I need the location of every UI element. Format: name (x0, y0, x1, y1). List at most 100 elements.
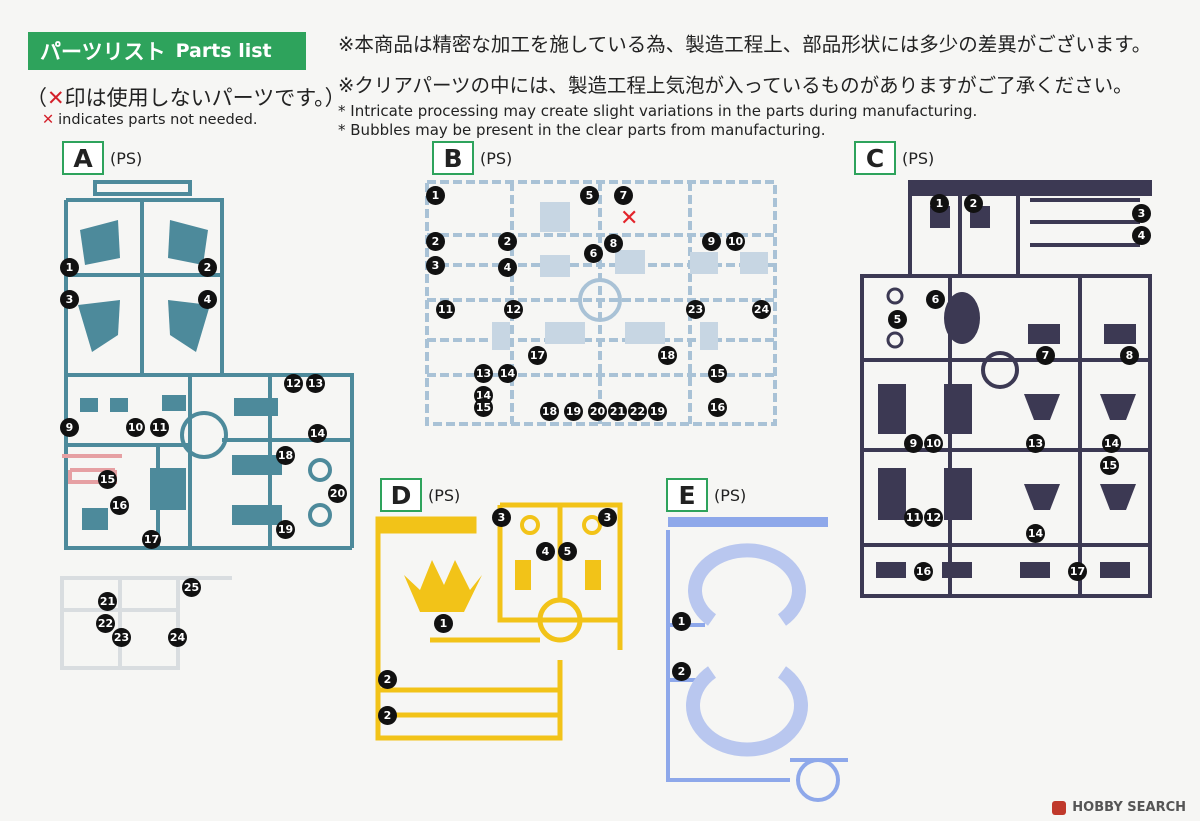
part-number-c: 15 (1100, 456, 1119, 475)
part-number-c: 16 (914, 562, 933, 581)
part-number-c: 8 (1120, 346, 1139, 365)
part-number-b: 6 (584, 244, 603, 263)
unused-mark-icon: ✕ (42, 112, 55, 128)
runner-c (860, 180, 1152, 598)
runner-label-a: A(PS) (62, 141, 142, 175)
part-number-b: 17 (528, 346, 547, 365)
part-number-b: 24 (752, 300, 771, 319)
legend-jp: （✕印は使用しないパーツです。） (26, 86, 346, 110)
part-number-b: 12 (504, 300, 523, 319)
part-number-b: 15 (474, 398, 493, 417)
part-number-a: 18 (276, 446, 295, 465)
part-number-b: 15 (708, 364, 727, 383)
part-number-a: 14 (308, 424, 327, 443)
part-number-c: 14 (1102, 434, 1121, 453)
part-number-b: 22 (628, 402, 647, 421)
part-number-b: 14 (498, 364, 517, 383)
part-number-e: 2 (672, 662, 691, 681)
runner-b (425, 180, 777, 426)
runner-label-b: B(PS) (432, 141, 512, 175)
runner-d (375, 502, 623, 741)
part-number-a: 11 (150, 418, 169, 437)
part-number-b: 10 (726, 232, 745, 251)
part-number-c: 7 (1036, 346, 1055, 365)
parts-list-header: パーツリスト Parts list (28, 32, 306, 70)
part-number-b: 23 (686, 300, 705, 319)
legend-en-text: indicates parts not needed. (58, 112, 258, 128)
part-number-a: 4 (198, 290, 217, 309)
part-number-b: 19 (564, 402, 583, 421)
part-number-b: 2 (498, 232, 517, 251)
part-number-c: 14 (1026, 524, 1045, 543)
part-number-c: 17 (1068, 562, 1087, 581)
legend-jp-text: 印は使用しないパーツです。） (64, 86, 346, 110)
part-number-c: 2 (964, 194, 983, 213)
part-number-a: 24 (168, 628, 187, 647)
part-number-b: 21 (608, 402, 627, 421)
part-number-b: 18 (540, 402, 559, 421)
part-number-a: 10 (126, 418, 145, 437)
part-number-b: 20 (588, 402, 607, 421)
manufacturing-notes: ※本商品は精密な加工を施している為、製造工程上、部品形状には多少の差異がございま… (338, 28, 1188, 140)
part-number-a: 3 (60, 290, 79, 309)
part-number-c: 5 (888, 310, 907, 329)
part-number-c: 10 (924, 434, 943, 453)
part-number-b: 16 (708, 398, 727, 417)
part-number-a: 2 (198, 258, 217, 277)
part-number-c: 11 (904, 508, 923, 527)
part-number-d: 3 (492, 508, 511, 527)
part-number-a: 15 (98, 470, 117, 489)
header-title-jp: パーツリスト (40, 40, 166, 64)
part-number-c: 4 (1132, 226, 1151, 245)
runner-a (60, 180, 354, 670)
part-number-a: 1 (60, 258, 79, 277)
part-number-b: 3 (426, 256, 445, 275)
watermark: HOBBY SEARCH (1052, 800, 1186, 815)
part-number-d: 5 (558, 542, 577, 561)
part-number-b: 19 (648, 402, 667, 421)
runner-label-e: E(PS) (666, 478, 746, 512)
part-number-b: 2 (426, 232, 445, 251)
part-number-b: 4 (498, 258, 517, 277)
hobby-search-logo-icon (1052, 800, 1067, 815)
part-number-a: 19 (276, 520, 295, 539)
part-number-a: 13 (306, 374, 325, 393)
part-number-b: 1 (426, 186, 445, 205)
part-number-b: 9 (702, 232, 721, 251)
part-number-d: 3 (598, 508, 617, 527)
part-number-c: 6 (926, 290, 945, 309)
part-number-a: 22 (96, 614, 115, 633)
part-number-c: 12 (924, 508, 943, 527)
part-number-d: 1 (434, 614, 453, 633)
part-number-a: 12 (284, 374, 303, 393)
header-title-en: Parts list (175, 40, 272, 62)
part-number-c: 9 (904, 434, 923, 453)
note-en-1: * Intricate processing may create slight… (338, 102, 978, 120)
legend-en: ✕indicates parts not needed. (42, 112, 257, 128)
note-jp-1: ※本商品は精密な加工を施している為、製造工程上、部品形状には多少の差異がございま… (338, 33, 1152, 56)
part-number-d: 2 (378, 706, 397, 725)
part-number-b: 11 (436, 300, 455, 319)
unused-part-mark: ✕ (620, 206, 639, 231)
part-number-b: 7 (614, 186, 633, 205)
part-number-a: 21 (98, 592, 117, 611)
part-number-a: 23 (112, 628, 131, 647)
unused-mark-icon: ✕ (47, 86, 65, 110)
part-number-a: 9 (60, 418, 79, 437)
part-number-b: 13 (474, 364, 493, 383)
part-number-c: 13 (1026, 434, 1045, 453)
part-number-b: 8 (604, 234, 623, 253)
part-number-d: 2 (378, 670, 397, 689)
part-number-a: 17 (142, 530, 161, 549)
part-number-b: 18 (658, 346, 677, 365)
part-number-c: 3 (1132, 204, 1151, 223)
note-jp-2: ※クリアパーツの中には、製造工程上気泡が入っているものがありますがご了承ください… (338, 74, 1133, 97)
note-en-2: * Bubbles may be present in the clear pa… (338, 121, 826, 139)
part-number-c: 1 (930, 194, 949, 213)
runner-label-c: C(PS) (854, 141, 934, 175)
part-number-b: 5 (580, 186, 599, 205)
part-number-a: 25 (182, 578, 201, 597)
part-number-a: 20 (328, 484, 347, 503)
part-number-e: 1 (672, 612, 691, 631)
runner-label-d: D(PS) (380, 478, 460, 512)
